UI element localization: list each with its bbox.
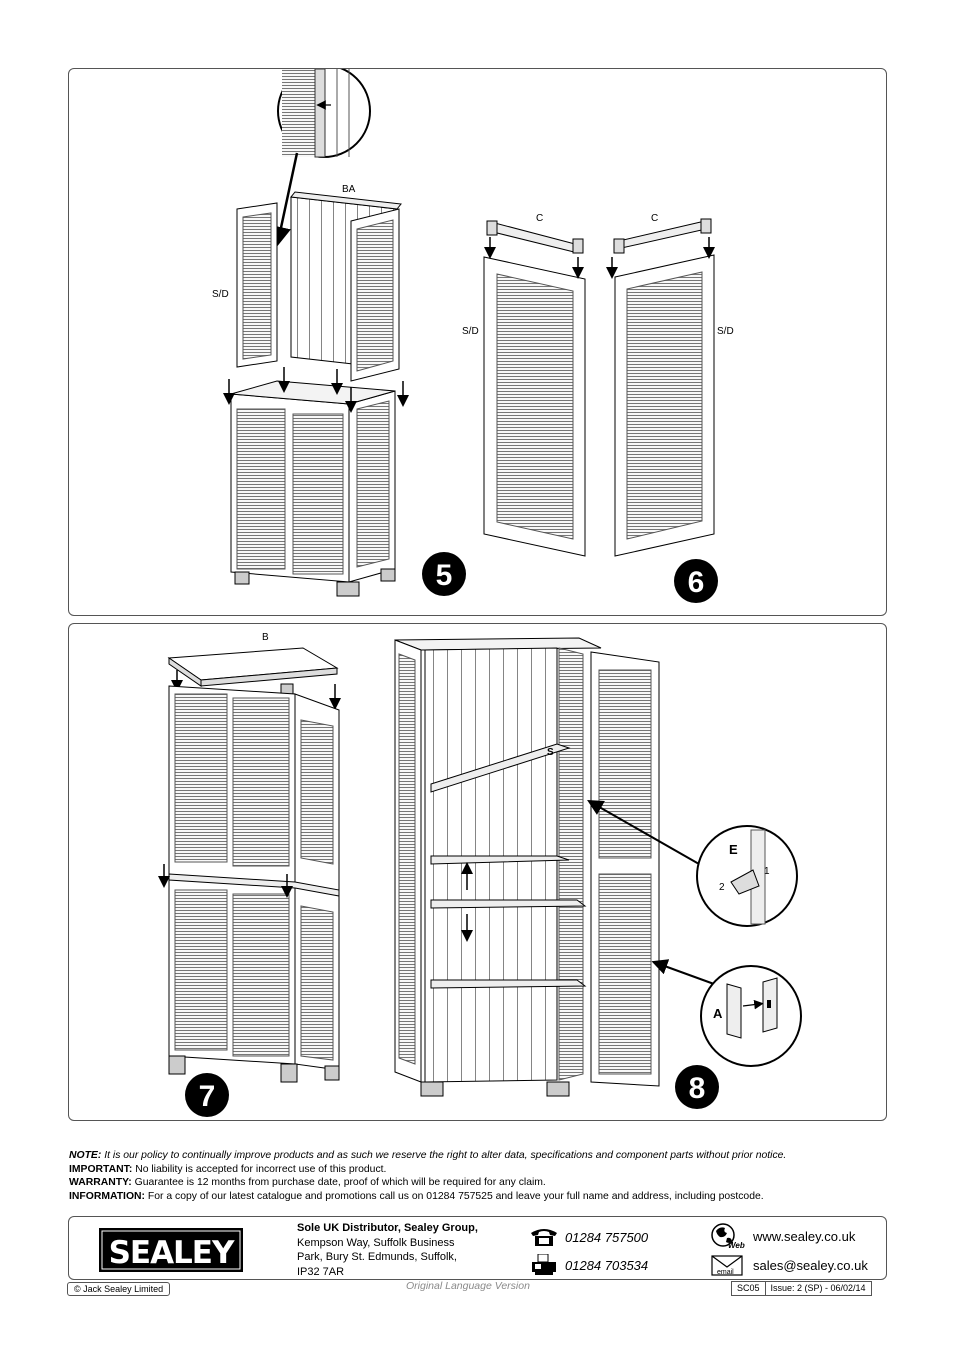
- step6-door-right: [606, 218, 715, 557]
- step8-label-detail-e-1: 1: [764, 866, 770, 877]
- step5-number-badge: 5: [422, 552, 466, 596]
- step8-number-badge: 8: [675, 1065, 719, 1109]
- website-link[interactable]: www.sealey.co.uk: [753, 1228, 856, 1244]
- step5-lower-cabinet: [230, 380, 396, 597]
- steps-7-8-illustration: B 7: [158, 632, 802, 1117]
- envelope-icon: email: [711, 1255, 743, 1276]
- step6-door-left: [483, 220, 586, 557]
- step6-label-connector-left: C: [536, 213, 543, 224]
- step5-side-door-left: [236, 202, 278, 368]
- step7-number-badge: 7: [185, 1073, 229, 1117]
- legal-notes: NOTE: It is our policy to continually im…: [69, 1149, 889, 1203]
- assembly-panel-steps-7-8: B 7: [68, 623, 887, 1121]
- website-contact[interactable]: Web www.sealey.co.uk: [711, 1223, 855, 1249]
- step5-number: 5: [436, 559, 453, 592]
- note-label: NOTE:: [69, 1150, 102, 1161]
- step8-cabinet: [394, 637, 715, 1097]
- warranty-label: WARRANTY:: [69, 1177, 132, 1188]
- copyright-text: © Jack Sealey Limited: [74, 1284, 164, 1294]
- note-line: NOTE: It is our policy to continually im…: [69, 1149, 889, 1163]
- address-line-1: Kempson Way, Suffolk Business: [297, 1236, 455, 1249]
- information-line: INFORMATION: For a copy of our latest ca…: [69, 1190, 889, 1204]
- step5-side-door-right: [350, 208, 400, 382]
- logo-text: SEALEY: [109, 1235, 235, 1271]
- step6-number: 6: [688, 566, 705, 599]
- important-label: IMPORTANT:: [69, 1163, 133, 1175]
- issue-info: Issue: 2 (SP) - 06/02/14: [770, 1283, 866, 1293]
- important-line: IMPORTANT: No liability is accepted for …: [69, 1163, 889, 1177]
- step8-detail-e: E 1 2: [696, 825, 798, 927]
- step6-label-connector-right: C: [651, 213, 658, 224]
- phone-number: 01284 757500: [565, 1229, 649, 1245]
- note-text: It is our policy to continually improve …: [104, 1150, 787, 1161]
- step8-label-shelf: S: [547, 747, 554, 758]
- step5-label-side-door: S/D: [212, 289, 229, 300]
- step7-label-top: B: [262, 632, 269, 643]
- step7-top-panel: [167, 647, 341, 710]
- step6-label-side-door-right: S/D: [717, 326, 734, 337]
- step7-cabinet: [158, 685, 340, 1083]
- globe-icon: Web: [711, 1223, 745, 1249]
- telephone-icon: [531, 1229, 557, 1246]
- assembly-panel-steps-5-6: BA S/D: [68, 68, 887, 616]
- copyright-box: © Jack Sealey Limited: [67, 1282, 171, 1296]
- fax-contact: 01284 703534: [529, 1254, 648, 1276]
- warranty-line: WARRANTY: Guarantee is 12 months from pu…: [69, 1176, 889, 1190]
- important-text: No liability is accepted for incorrect u…: [135, 1163, 387, 1175]
- step8-detail-a: A: [700, 965, 802, 1067]
- step8-number: 8: [689, 1072, 706, 1105]
- step6-number-badge: 6: [674, 559, 718, 603]
- fax-icon: [532, 1254, 556, 1275]
- distributor-name: Sole UK Distributor, Sealey Group,: [297, 1222, 478, 1234]
- step5-arrows: [223, 367, 409, 413]
- sealey-logo: SEALEY: [99, 1228, 243, 1272]
- model-number: SC05: [732, 1282, 766, 1295]
- step8-label-detail-e-2: 2: [719, 882, 725, 893]
- address-line-2: Park, Bury St. Edmunds, Suffolk,: [297, 1251, 457, 1263]
- step5-label-back: BA: [342, 184, 356, 195]
- address-line-3: IP32 7AR: [297, 1265, 345, 1278]
- step8-label-detail-e: E: [729, 842, 738, 857]
- fax-number: 01284 703534: [565, 1257, 649, 1273]
- footer-contact-box: SEALEY Sole UK Distributor, Sealey Group…: [68, 1216, 887, 1280]
- step5-zoom-detail: [271, 69, 371, 247]
- email-link[interactable]: sales@sealey.co.uk: [753, 1257, 868, 1273]
- information-text: For a copy of our latest catalogue and p…: [147, 1190, 764, 1202]
- step8-label-detail-a: A: [713, 1006, 723, 1021]
- step6-label-side-door-left: S/D: [462, 326, 479, 337]
- email-contact[interactable]: email sales@sealey.co.uk: [711, 1254, 868, 1276]
- email-badge: email: [717, 1269, 734, 1276]
- information-label: INFORMATION:: [69, 1190, 145, 1202]
- distributor-address: Sole UK Distributor, Sealey Group, Kemps…: [297, 1221, 478, 1279]
- steps-5-6-illustration: BA S/D: [212, 69, 734, 603]
- warranty-text: Guarantee is 12 months from purchase dat…: [134, 1177, 546, 1188]
- phone-contact: 01284 757500: [529, 1227, 648, 1247]
- step7-number: 7: [199, 1080, 216, 1113]
- issue-box: SC05 Issue: 2 (SP) - 06/02/14: [731, 1281, 872, 1296]
- language-note: Original Language Version: [406, 1280, 530, 1292]
- web-badge: Web: [728, 1241, 745, 1249]
